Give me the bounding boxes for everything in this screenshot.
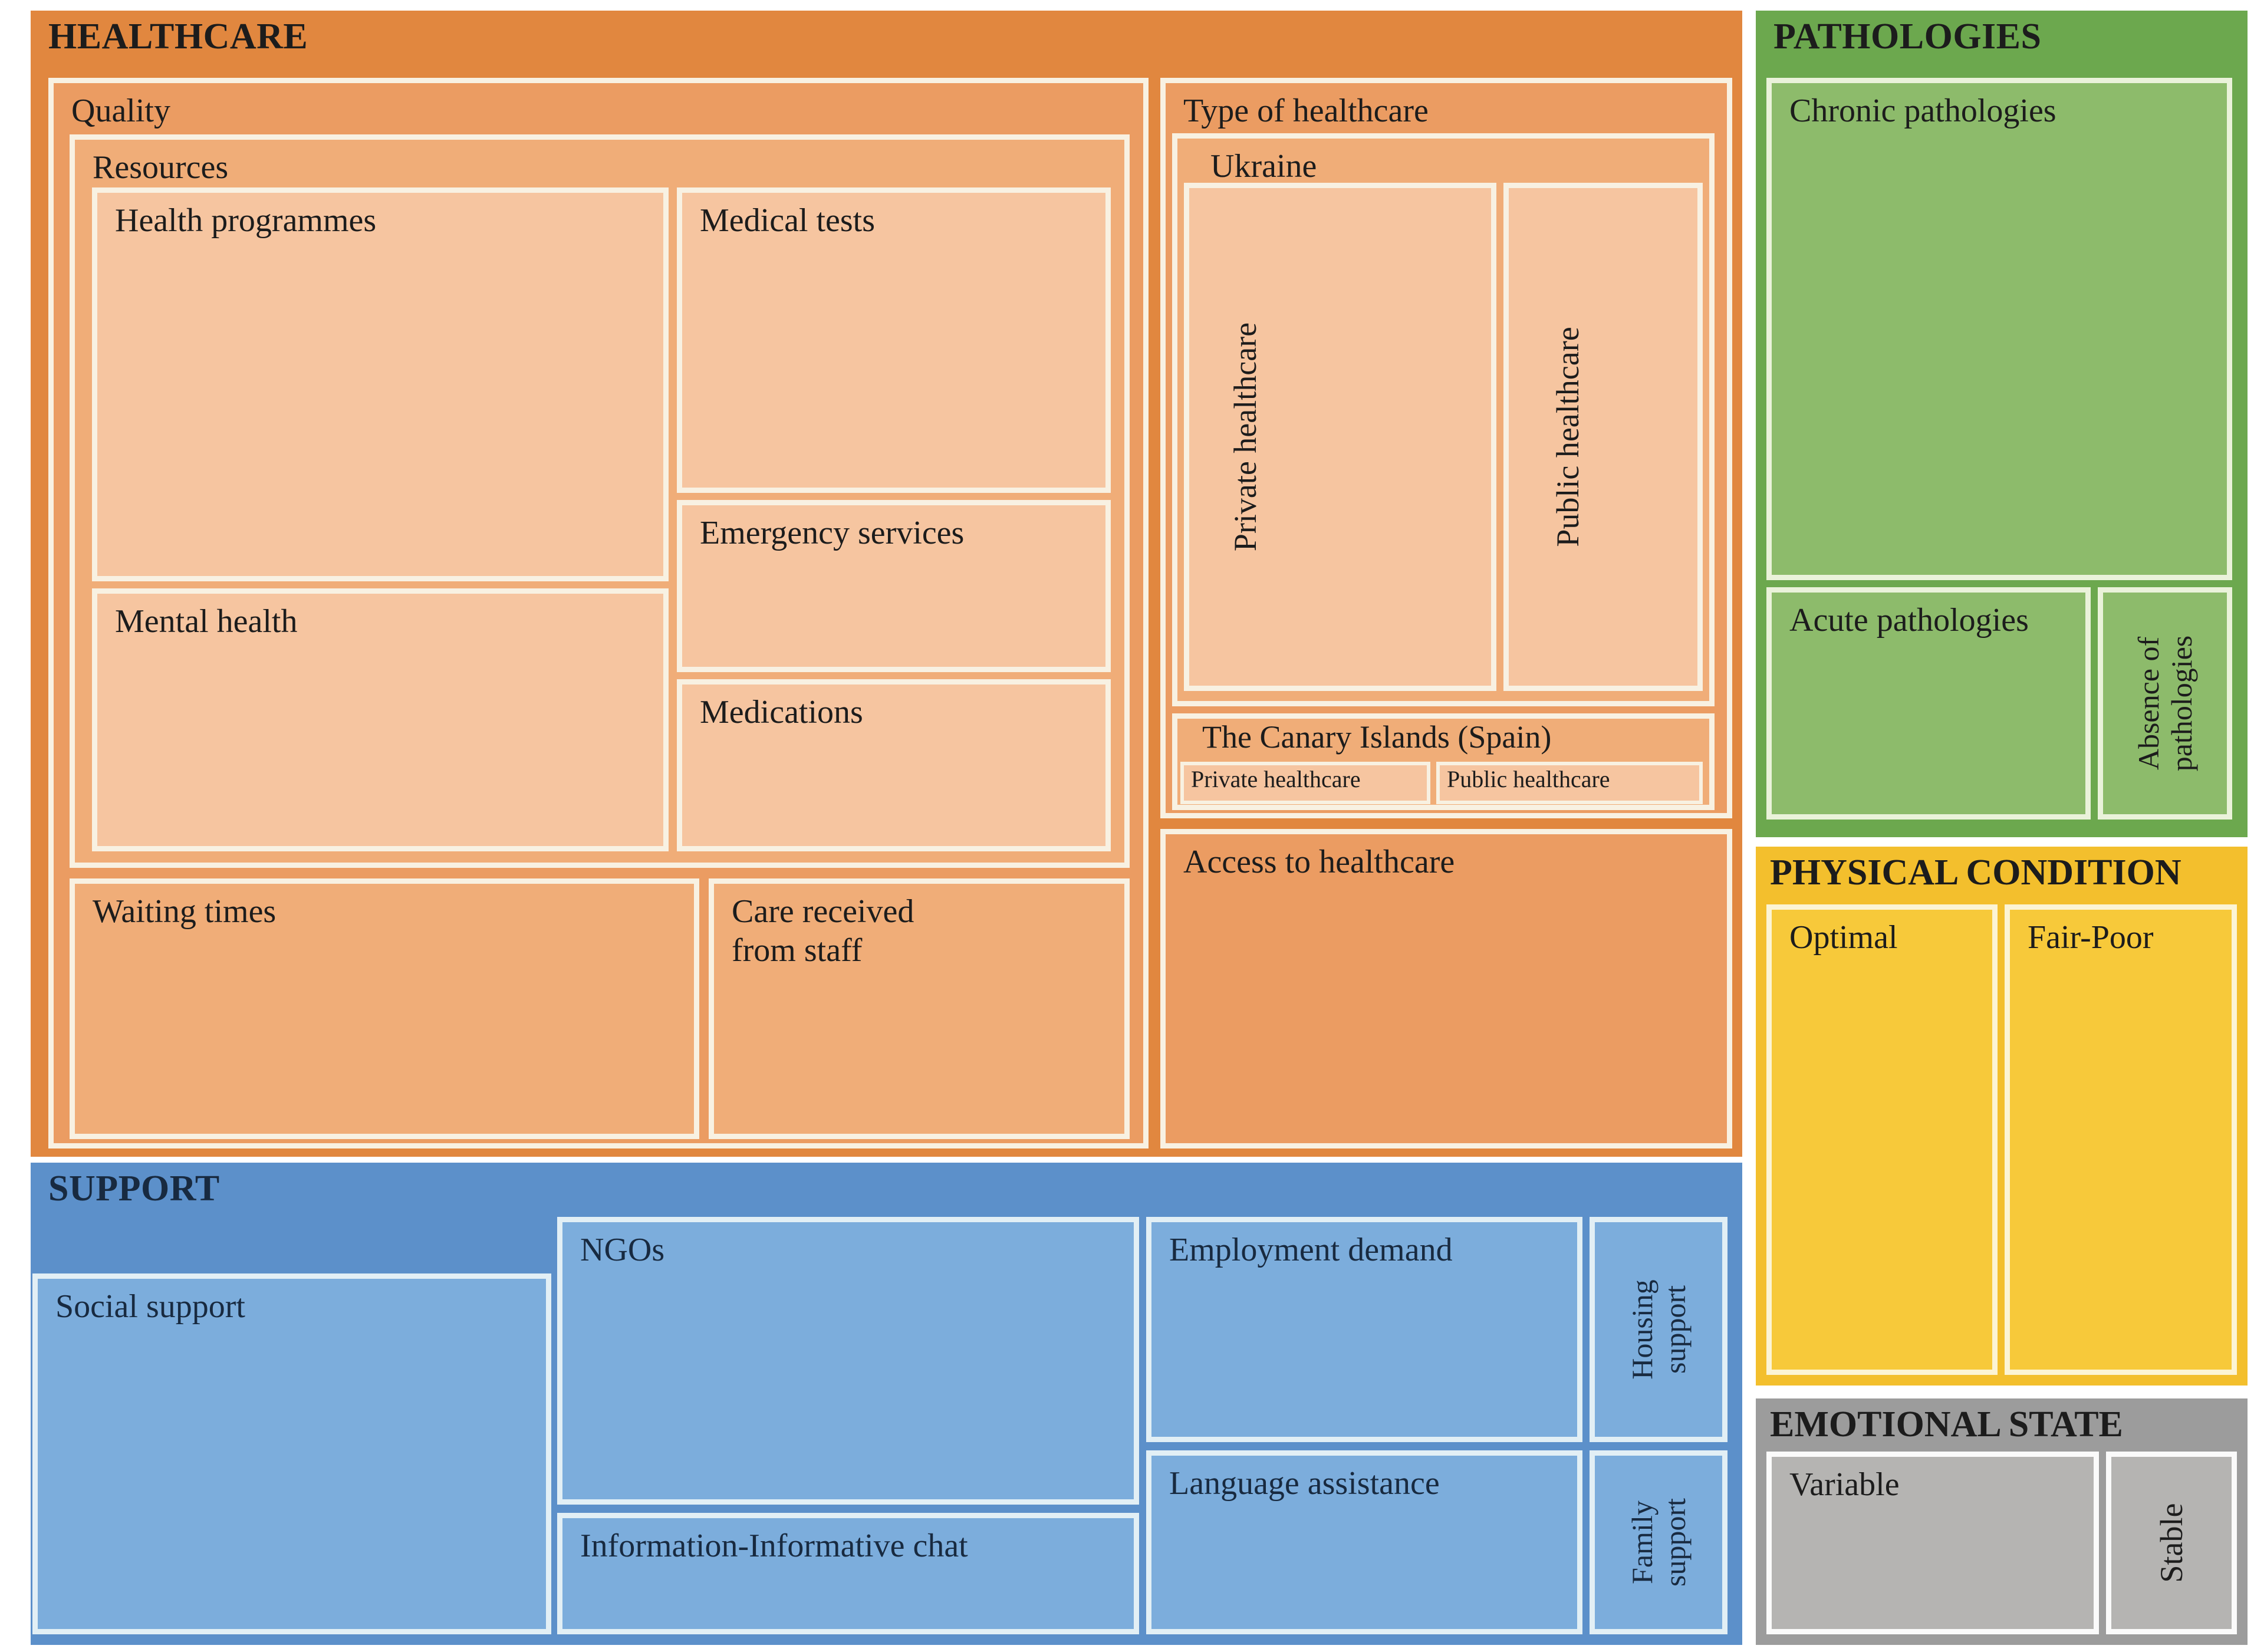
pathologies-title: PATHOLOGIES — [1773, 17, 2042, 57]
fair-poor-label: Fair-Poor — [2028, 919, 2154, 956]
treemap-node-language-assistance: Language assistance — [1146, 1450, 1582, 1634]
emergency-services-label: Emergency services — [700, 515, 965, 551]
treemap-node-variable: Variable — [1766, 1452, 2099, 1634]
health-programmes-label: Health programmes — [115, 202, 377, 239]
treemap-node-optimal: Optimal — [1766, 904, 1998, 1375]
ukraine-public-healthcare-label: Public healthcare — [1549, 327, 1585, 547]
stable-label: Stable — [2153, 1503, 2189, 1583]
absence-of-pathologies-label: Absence of pathologies — [2132, 635, 2198, 772]
physical-condition-title: PHYSICAL CONDITION — [1770, 853, 2181, 893]
canary-islands-label: The Canary Islands (Spain) — [1202, 719, 1552, 755]
treemap-node-fair-poor: Fair-Poor — [2005, 904, 2237, 1375]
treemap-node-information-informative-chat: Information-Informative chat — [557, 1513, 1139, 1634]
waiting-times-label: Waiting times — [93, 893, 277, 930]
support-title: SUPPORT — [48, 1169, 220, 1209]
variable-label: Variable — [1789, 1466, 1900, 1503]
canary-public-healthcare-label: Public healthcare — [1447, 766, 1610, 792]
quality-label: Quality — [71, 93, 170, 129]
type-of-healthcare-label: Type of healthcare — [1183, 93, 1429, 129]
language-assistance-label: Language assistance — [1169, 1465, 1440, 1502]
treemap-node-housing-support: Housing support — [1590, 1217, 1727, 1442]
resources-label: Resources — [93, 149, 229, 186]
medical-tests-label: Medical tests — [700, 202, 876, 239]
healthcare-title: HEALTHCARE — [48, 17, 308, 57]
treemap-node-health-programmes: Health programmes — [92, 187, 669, 581]
employment-demand-label: Employment demand — [1169, 1232, 1453, 1268]
treemap-node-medications: Medications — [677, 679, 1111, 851]
optimal-label: Optimal — [1789, 919, 1898, 956]
social-support-label: Social support — [55, 1288, 245, 1325]
ngos-label: NGOs — [580, 1232, 665, 1268]
treemap-node-waiting-times: Waiting times — [70, 878, 699, 1139]
treemap-node-access-to-healthcare: Access to healthcare — [1160, 829, 1732, 1148]
treemap-node-ukraine-private-healthcare: Private healthcare — [1184, 183, 1496, 691]
treemap-node-mental-health: Mental health — [92, 588, 669, 851]
treemap-node-emergency-services: Emergency services — [677, 500, 1111, 672]
acute-pathologies-label: Acute pathologies — [1789, 602, 2029, 639]
treemap-node-canary-private-healthcare: Private healthcare — [1180, 762, 1430, 804]
mental-health-label: Mental health — [115, 603, 298, 640]
treemap-node-stable: Stable — [2106, 1452, 2237, 1634]
emotional-state-title: EMOTIONAL STATE — [1770, 1404, 2123, 1444]
information-informative-chat-label: Information-Informative chat — [580, 1528, 968, 1564]
care-received-label: Care received from staff — [732, 893, 914, 969]
medications-label: Medications — [700, 694, 863, 730]
treemap-node-medical-tests: Medical tests — [677, 187, 1111, 493]
family-support-label: Family support — [1625, 1498, 1692, 1587]
treemap-node-acute-pathologies: Acute pathologies — [1766, 587, 2091, 820]
treemap-node-chronic-pathologies: Chronic pathologies — [1766, 78, 2232, 580]
treemap-node-family-support: Family support — [1590, 1450, 1727, 1634]
treemap-node-absence-of-pathologies: Absence of pathologies — [2098, 587, 2232, 820]
treemap-node-ukraine-public-healthcare: Public healthcare — [1503, 183, 1703, 691]
treemap-node-care-received: Care received from staff — [709, 878, 1130, 1139]
treemap-node-ngos: NGOs — [557, 1217, 1139, 1505]
ukraine-label: Ukraine — [1210, 148, 1317, 185]
treemap-node-social-support: Social support — [32, 1273, 551, 1634]
canary-private-healthcare-label: Private healthcare — [1191, 766, 1361, 792]
housing-support-label: Housing support — [1625, 1279, 1692, 1380]
access-to-healthcare-label: Access to healthcare — [1183, 844, 1455, 880]
ukraine-private-healthcare-label: Private healthcare — [1227, 322, 1263, 552]
chronic-pathologies-label: Chronic pathologies — [1789, 93, 2056, 129]
treemap-node-employment-demand: Employment demand — [1146, 1217, 1582, 1442]
treemap-node-canary-public-healthcare: Public healthcare — [1436, 762, 1703, 804]
